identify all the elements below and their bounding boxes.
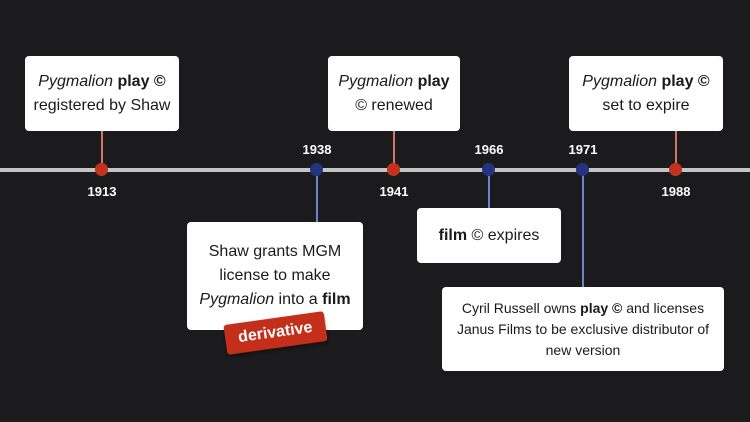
card-1913-title-italic: Pygmalion (38, 72, 113, 90)
connector-1938 (316, 172, 318, 222)
event-card-1938: Shaw grants MGM license to make Pygmalio… (187, 222, 363, 330)
card-1938-text: into a (274, 291, 323, 308)
connector-1966 (488, 172, 490, 208)
card-1988-subtitle: set to expire (602, 96, 690, 114)
event-card-1971: Cyril Russell owns play © and licenses J… (442, 287, 724, 371)
year-label-1966: 1966 (474, 142, 504, 157)
timeline-axis (0, 168, 750, 172)
event-card-1988: Pygmalion play © set to expire (569, 56, 723, 131)
card-1941-subtitle: © renewed (355, 96, 433, 114)
year-label-1971: 1971 (568, 142, 598, 157)
marker-1938 (310, 163, 323, 176)
card-1938-line1: Shaw grants MGM (208, 243, 342, 260)
year-label-1988: 1988 (661, 184, 691, 199)
card-1941-title-italic: Pygmalion (338, 72, 414, 90)
card-1966-bold: film (438, 226, 468, 244)
marker-1988 (669, 163, 682, 176)
year-label-1913: 1913 (87, 184, 117, 199)
card-1988-title-bold: play © (661, 72, 710, 90)
connector-1988 (675, 131, 677, 169)
connector-1971 (582, 172, 584, 287)
marker-1913 (95, 163, 108, 176)
event-card-1966: film © expires (417, 208, 561, 263)
event-card-1913: Pygmalion play © registered by Shaw (25, 56, 179, 131)
year-label-1938: 1938 (302, 142, 332, 157)
card-1913-title-bold: play © (117, 72, 166, 90)
card-1938-italic: Pygmalion (199, 291, 275, 308)
card-1913-subtitle: registered by Shaw (33, 96, 171, 114)
connector-1913 (101, 131, 103, 169)
connector-1941 (393, 131, 395, 169)
event-card-1941: Pygmalion play © renewed (328, 56, 460, 131)
card-1941-title-bold: play (417, 72, 450, 90)
card-1971-text2: and licenses Janus Films to be exclusive… (456, 299, 710, 358)
card-1971-bold: play © (580, 299, 623, 316)
card-1971-text1: Cyril Russell owns (461, 299, 581, 316)
marker-1971 (576, 163, 589, 176)
year-label-1941: 1941 (379, 184, 409, 199)
card-1938-bold: film (322, 291, 351, 308)
marker-1966 (482, 163, 495, 176)
card-1966-text: © expires (467, 226, 540, 244)
card-1988-title-italic: Pygmalion (582, 72, 657, 90)
marker-1941 (387, 163, 400, 176)
card-1938-line2: license to make (219, 267, 331, 284)
